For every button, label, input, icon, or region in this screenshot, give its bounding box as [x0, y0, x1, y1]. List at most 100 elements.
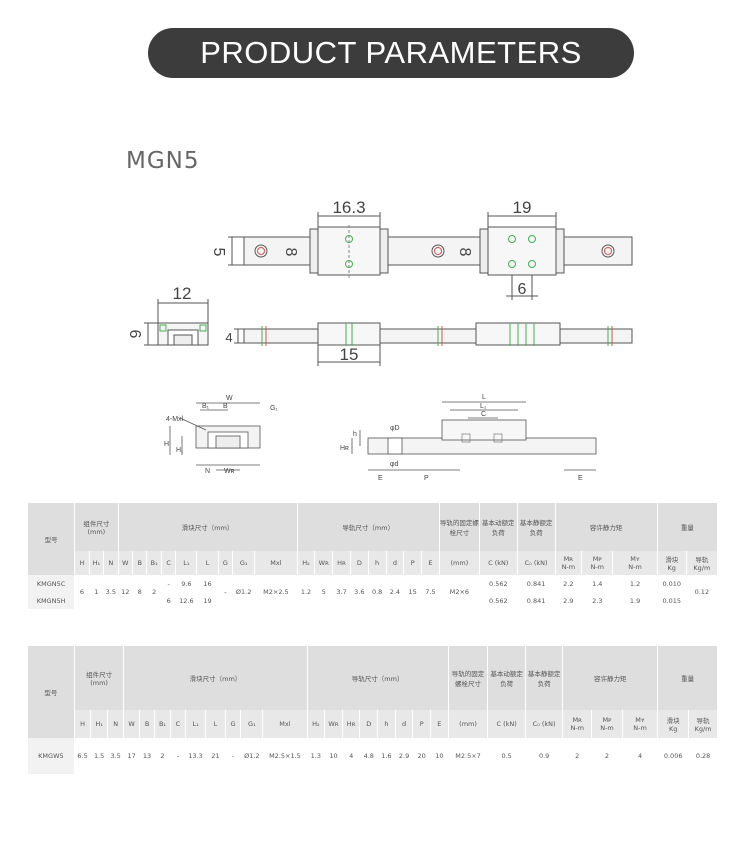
- subheader-cell: C: [161, 551, 177, 575]
- subheader-cell: E: [430, 710, 449, 738]
- cell-mp: 1.4: [581, 575, 614, 592]
- subheader-cell: 导轨 Kg/m: [686, 551, 719, 575]
- cell-n: 3.5: [107, 738, 125, 774]
- header-assembly: 组件尺寸 (mm): [74, 503, 119, 551]
- cell-l1: 9.6: [175, 575, 198, 592]
- cell-block-kg: 0.010: [657, 575, 687, 592]
- cell-bolt: M2×6: [439, 575, 480, 609]
- model-title: MGN5: [126, 148, 200, 174]
- cell-c0: 0.9: [525, 738, 564, 774]
- header-dynamic-load: 基本动额定负荷: [479, 503, 518, 551]
- subheader-cell: D: [350, 551, 369, 575]
- cell-g: -: [218, 575, 234, 609]
- header-weight: 重量: [657, 503, 719, 551]
- spec-table-mgw5: 型号 组件尺寸 (mm) 滑块尺寸（mm） 导轨尺寸（mm） 导轨的固定螺栓尺寸…: [28, 646, 718, 774]
- subheader-cell: Mʏ N-m: [622, 710, 659, 738]
- cell-p: 20: [412, 738, 432, 774]
- cell-b: 8: [132, 575, 148, 609]
- label-b1: B₁: [202, 403, 210, 410]
- cross-section: [169, 402, 261, 471]
- block-h: [487, 226, 557, 276]
- subheader-cell: L: [205, 710, 226, 738]
- dim-hole-pitch: 6: [518, 281, 527, 298]
- header-model: 型号: [28, 646, 75, 738]
- dim-h1: 5: [210, 248, 227, 257]
- cell-my: 4: [622, 738, 659, 774]
- cell-wr: 5: [314, 575, 334, 609]
- subheader-cell: 导轨 Kg/m: [688, 710, 718, 738]
- rail-detail: [351, 401, 597, 471]
- subheader-cell: h: [377, 710, 396, 738]
- subheader-cell: C₀ (kN): [525, 710, 564, 738]
- cell-b: 13: [139, 738, 156, 774]
- cell-h2: 1.3: [307, 738, 326, 774]
- subheader-cell: W: [123, 710, 140, 738]
- label-l1: L₁: [480, 403, 487, 410]
- header-dynamic-load: 基本动额定负荷: [487, 646, 526, 710]
- subheader-cell: (mm): [448, 710, 489, 738]
- cell-mxl: M2×2.5: [254, 575, 298, 609]
- subheader-cell: H₂: [307, 710, 326, 738]
- header-bolt: 导轨的固定螺栓尺寸: [448, 646, 489, 710]
- label-b: B: [223, 403, 228, 410]
- subheader-cell: G: [218, 551, 234, 575]
- subheader-cell: d: [386, 551, 405, 575]
- cell-rail-kgm: 0.12: [686, 575, 719, 609]
- subheader-cell: H: [74, 551, 90, 575]
- subheader-cell: H₁: [89, 551, 105, 575]
- subheader-cell: B₁: [154, 710, 171, 738]
- subheader-cell: (mm): [439, 551, 480, 575]
- subheader-cell: Hʀ: [342, 710, 361, 738]
- subheader-cell: d: [395, 710, 414, 738]
- subheader-cell: P: [412, 710, 432, 738]
- label-h-small: h: [353, 431, 357, 438]
- cell-c0: 0.841: [517, 575, 556, 592]
- cell-mr: 2.2: [555, 575, 583, 592]
- subheader-cell: N: [103, 551, 119, 575]
- dim-height: 6: [126, 330, 143, 339]
- subheader-cell: C₀ (kN): [517, 551, 556, 575]
- row-model: KMGW5: [28, 738, 75, 774]
- cell-g1: Ø1.2: [240, 738, 264, 774]
- cell-mr: 2: [562, 738, 593, 774]
- header-block: 滑块尺寸（mm）: [123, 646, 308, 710]
- rail-holes: [254, 244, 615, 258]
- cell-l1: 12.6: [175, 592, 198, 609]
- subheader-cell: 滑块 Kg: [657, 710, 690, 738]
- cell-mr: 2.9: [555, 592, 583, 609]
- subheader-cell: P: [403, 551, 423, 575]
- cell-h1: 1.5: [90, 738, 108, 774]
- banner-title: PRODUCT PARAMETERS: [200, 35, 582, 70]
- label-e2: E: [578, 475, 583, 482]
- row-model: KMGN5H: [28, 592, 76, 609]
- cell-mp: 2: [591, 738, 623, 774]
- label-mxl: 4-Mxl: [166, 416, 184, 423]
- header-static-load: 基本静额定负荷: [525, 646, 564, 710]
- cell-block-kg: 0.015: [657, 592, 687, 609]
- dim-rail-width-1: 8: [282, 248, 299, 257]
- cell-c-kn: 0.562: [479, 575, 518, 592]
- subheader-cell: B: [139, 710, 156, 738]
- subheader-cell: C (kN): [479, 551, 518, 575]
- subheader-cell: Mʀ N-m: [562, 710, 593, 738]
- cell-my: 1.9: [612, 592, 658, 609]
- subheader-cell: H: [74, 710, 92, 738]
- rail-top: [243, 236, 633, 266]
- cell-d-small: 2.9: [395, 738, 414, 774]
- subheader-cell: Mʀ N-m: [555, 551, 583, 575]
- subheader-cell: E: [421, 551, 440, 575]
- cell-mxl: M2.5×1.5: [262, 738, 308, 774]
- cell-l: 16: [196, 575, 219, 592]
- cell-my: 1.2: [612, 575, 658, 592]
- cell-d: 4.8: [359, 738, 379, 774]
- cell-p: 15: [403, 575, 423, 609]
- cell-c: -: [161, 575, 177, 592]
- cell-c0: 0.841: [517, 592, 556, 609]
- row-model: KMGN5C: [28, 575, 76, 592]
- cell-h: 6.5: [74, 738, 92, 774]
- label-phi-d: φD: [390, 425, 400, 432]
- subheader-cell: B: [132, 551, 148, 575]
- cell-l1: 13.3: [185, 738, 206, 774]
- dim-rail-width: 12: [173, 284, 192, 303]
- subheader-cell: C (kN): [487, 710, 526, 738]
